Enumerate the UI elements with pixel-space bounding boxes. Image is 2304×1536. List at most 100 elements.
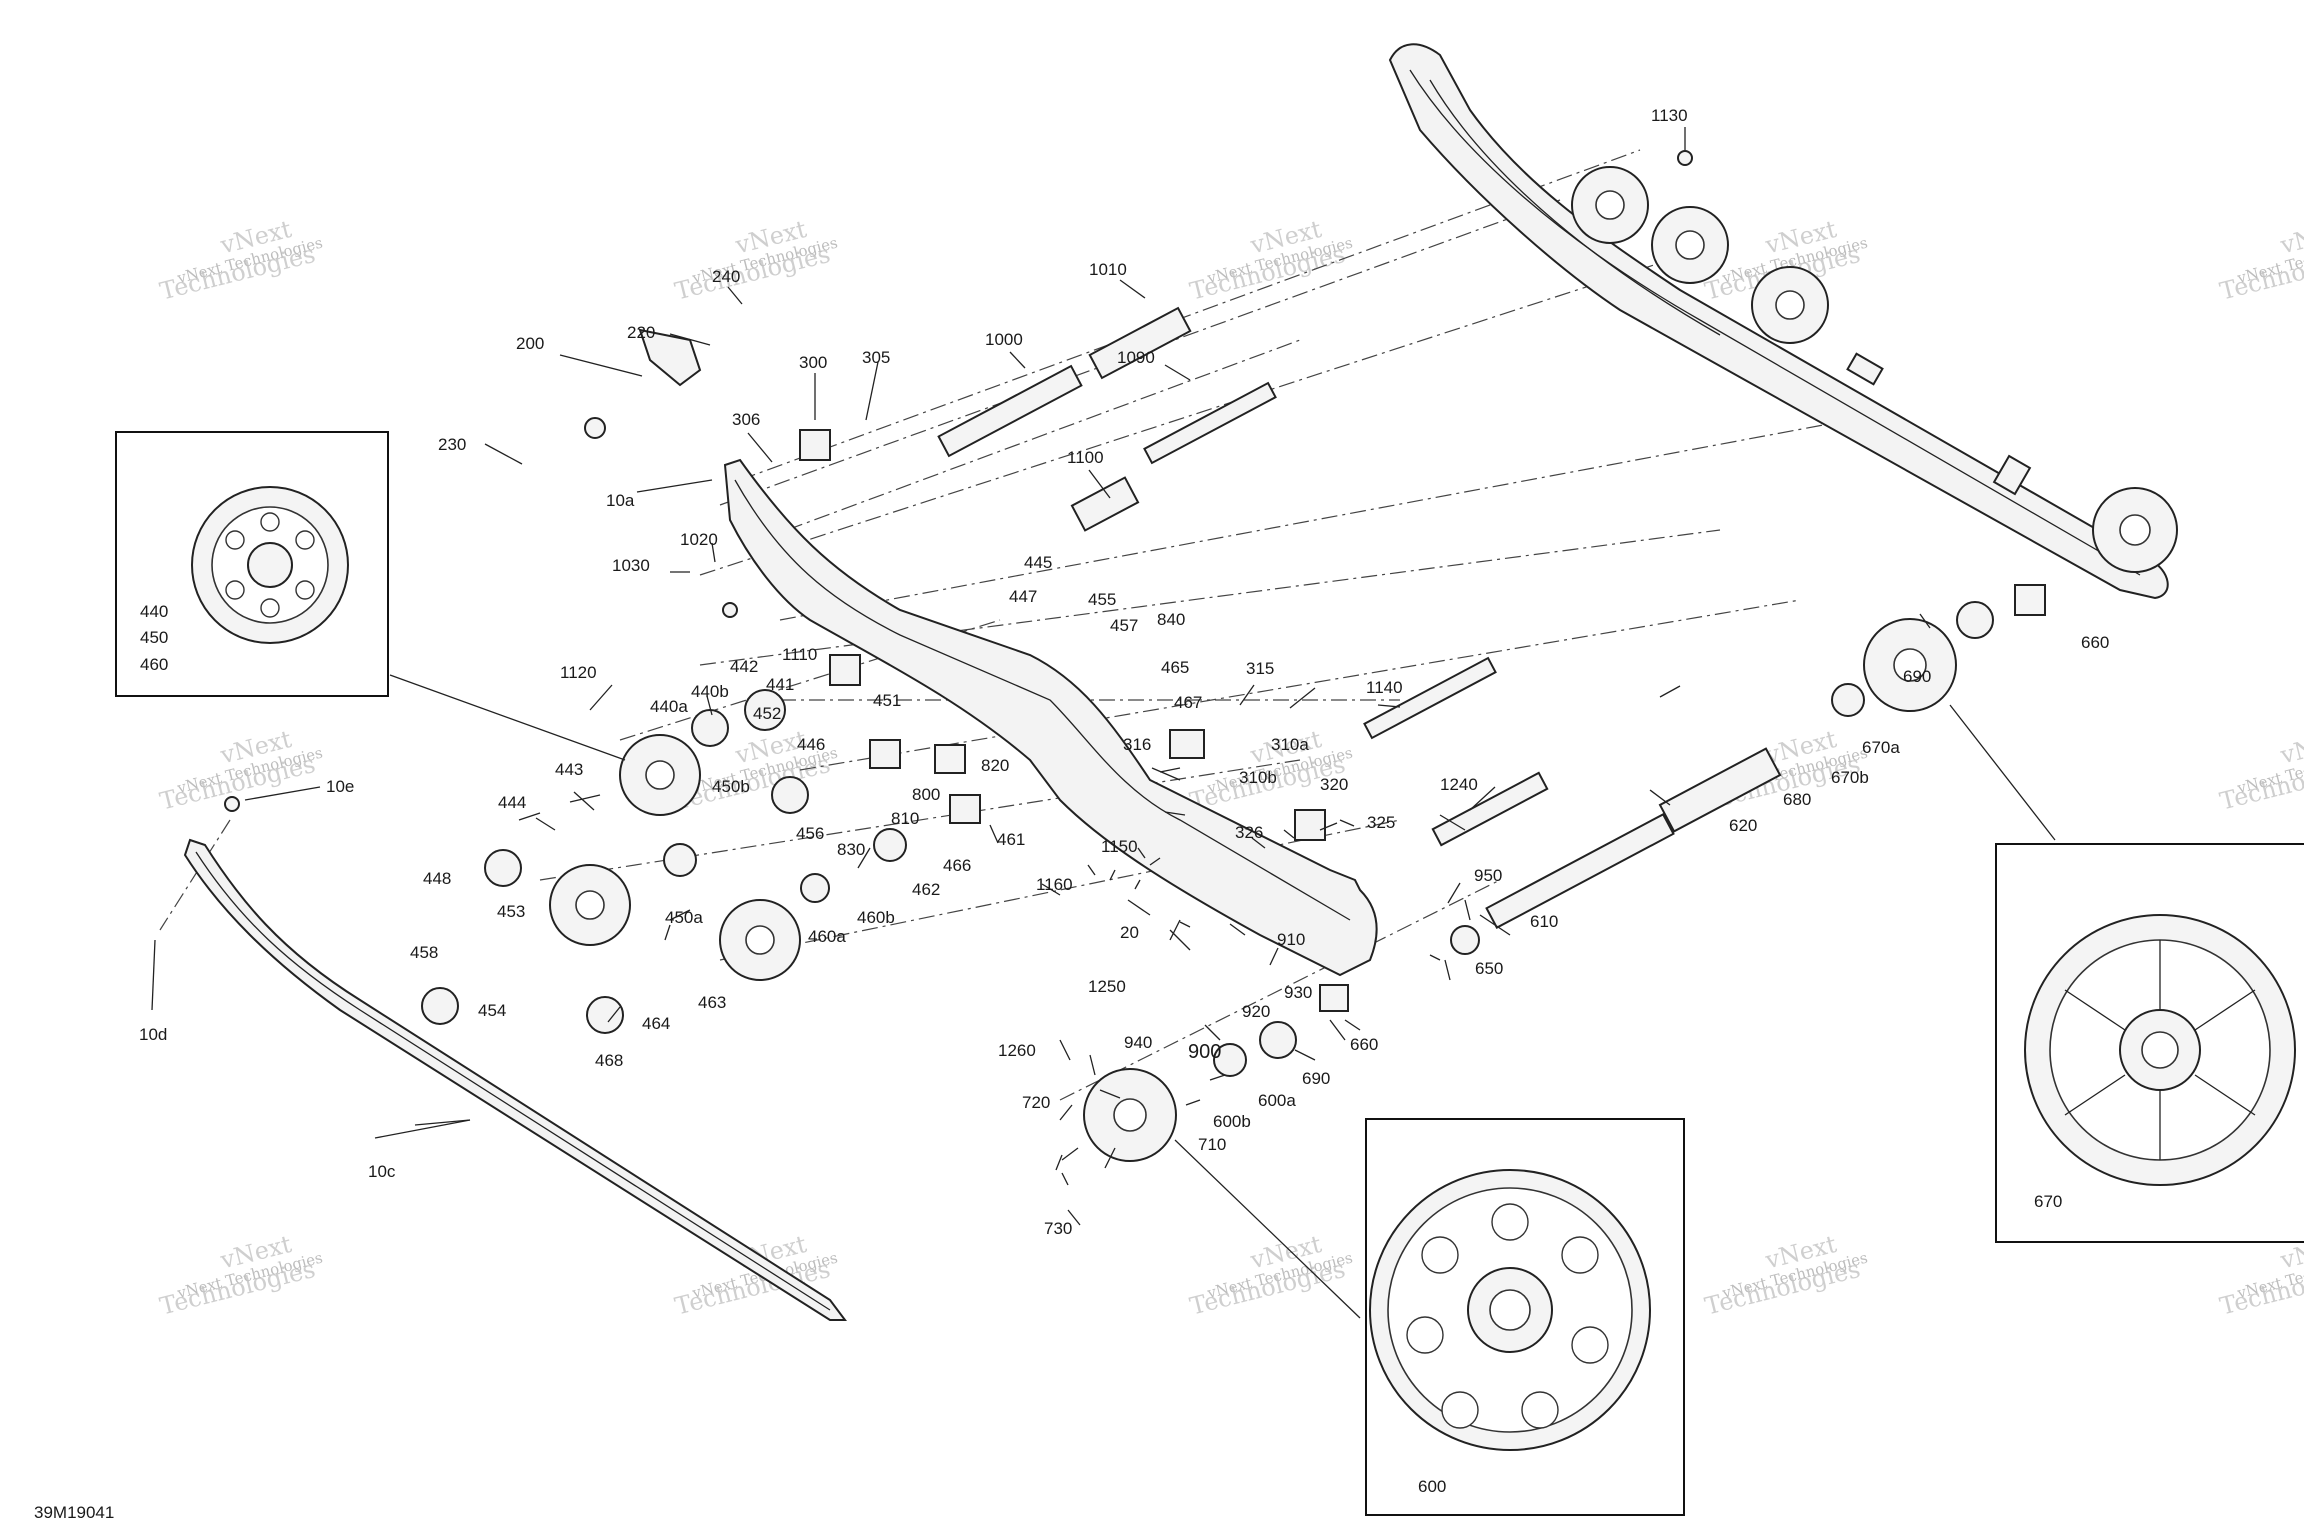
callout-316: 316 [1123, 735, 1151, 754]
detail-box-440-450-460 [115, 431, 626, 761]
watermark: vNext Technologies vNext Technologies [1702, 1230, 1869, 1321]
callout-453: 453 [497, 902, 525, 921]
callout-1120: 1120 [560, 663, 597, 682]
callout-1090: 1090 [1117, 348, 1155, 367]
callout-300: 300 [799, 353, 827, 372]
detail-box-670 [1949, 704, 2304, 1243]
callout-950: 950 [1474, 866, 1502, 885]
watermark: vNext Technologies vNext Technologies [1187, 725, 1354, 816]
callout-1020: 1020 [680, 530, 718, 549]
callout-910: 910 [1277, 930, 1305, 949]
watermarks: vNext Technologies vNext Technologies vN… [157, 215, 2304, 1321]
callout-10c: 10c [368, 1162, 396, 1181]
slider-10c [183, 838, 847, 1321]
callout-460b: 460b [857, 908, 895, 927]
callout-650: 650 [1475, 959, 1503, 978]
callout-670b: 670b [1831, 768, 1869, 787]
detail-box-600 [1174, 1118, 1685, 1516]
callout-305: 305 [862, 348, 890, 367]
hardware [224, 150, 2046, 1077]
callout-306: 306 [732, 410, 760, 429]
wheels [549, 618, 1957, 1162]
callout-610: 610 [1530, 912, 1558, 931]
right-rail-assembly [1388, 43, 2178, 600]
callout-920: 920 [1242, 1002, 1270, 1021]
watermark: vNext Technologies vNext Technologies [672, 215, 839, 306]
callout-460a: 460a [808, 927, 846, 946]
callout-1150: 1150 [1101, 837, 1138, 856]
callout-600a: 600a [1258, 1091, 1296, 1110]
callout-448: 448 [423, 869, 451, 888]
callout-730: 730 [1044, 1219, 1072, 1238]
callout-443: 443 [555, 760, 583, 779]
callout-600: 600 [1418, 1477, 1446, 1496]
callout-1010: 1010 [1089, 260, 1127, 279]
callout-451: 451 [873, 691, 901, 710]
main-rail-10a [723, 458, 1378, 977]
callout-445: 445 [1024, 553, 1052, 572]
callout-900: 900 [1188, 1041, 1221, 1063]
callout-310a: 310a [1271, 735, 1309, 754]
callout-660-right: 660 [2081, 633, 2109, 652]
callout-1240: 1240 [1440, 775, 1478, 794]
callout-454: 454 [478, 1001, 506, 1020]
callout-456: 456 [796, 824, 824, 843]
callout-940: 940 [1124, 1033, 1152, 1052]
watermark: vNext Technologies vNext Technologies [1187, 215, 1354, 306]
callout-220: 220 [627, 323, 655, 342]
callout-325: 325 [1367, 813, 1395, 832]
watermark: vNext Technologies vNext Technologies [1187, 1230, 1354, 1321]
callout-690-right: 690 [1903, 667, 1931, 686]
callout-442: 442 [730, 657, 758, 676]
drawing-code: 39M19041 [34, 1503, 114, 1522]
rail-wheel [2092, 487, 2178, 573]
callout-1030: 1030 [612, 556, 650, 575]
callout-467: 467 [1174, 693, 1202, 712]
callout-20: 20 [1120, 923, 1139, 942]
watermark: vNext Technologies vNext Technologies [2217, 215, 2304, 306]
callout-1160: 1160 [1036, 875, 1073, 894]
callout-670: 670 [2034, 1192, 2062, 1211]
callout-1130: 1130 [1651, 106, 1688, 125]
callout-450: 450 [140, 628, 168, 647]
callout-440: 440 [140, 602, 168, 621]
watermark: vNext Technologies vNext Technologies [157, 215, 324, 306]
leader-lines [151, 127, 1931, 1226]
wheel [549, 864, 631, 946]
callout-710: 710 [1198, 1135, 1226, 1154]
rail-wheel [1751, 266, 1829, 344]
callout-326: 326 [1235, 823, 1263, 842]
watermark: vNext Technologies vNext Technologies [157, 1230, 324, 1321]
callout-200: 200 [516, 334, 544, 353]
callout-840: 840 [1157, 610, 1185, 629]
callout-460: 460 [140, 655, 168, 674]
callout-440b: 440b [691, 682, 729, 701]
callout-1100: 1100 [1067, 448, 1104, 467]
callout-670a: 670a [1862, 738, 1900, 757]
callout-315: 315 [1246, 659, 1274, 678]
callout-1000: 1000 [985, 330, 1023, 349]
callout-720: 720 [1022, 1093, 1050, 1112]
callout-930: 930 [1284, 983, 1312, 1002]
callout-1260: 1260 [998, 1041, 1036, 1060]
callout-620: 620 [1729, 816, 1757, 835]
shafts [937, 306, 1782, 930]
assembly-lines [159, 149, 1851, 1101]
callout-450a: 450a [665, 908, 703, 927]
callout-461: 461 [997, 830, 1025, 849]
callout-310b: 310b [1239, 768, 1277, 787]
callout-464: 464 [642, 1014, 670, 1033]
callout-463: 463 [698, 993, 726, 1012]
callout-labels: 1130 240 220 200 300 305 1010 1000 1090 … [139, 106, 2109, 1496]
callout-440a: 440a [650, 697, 688, 716]
callout-441: 441 [766, 675, 794, 694]
callout-800: 800 [912, 785, 940, 804]
callout-455: 455 [1088, 590, 1116, 609]
callout-230: 230 [438, 435, 466, 454]
callout-830: 830 [837, 840, 865, 859]
wheel [619, 734, 701, 816]
callout-450b: 450b [712, 777, 750, 796]
callout-600b: 600b [1213, 1112, 1251, 1131]
callout-1250: 1250 [1088, 977, 1126, 996]
